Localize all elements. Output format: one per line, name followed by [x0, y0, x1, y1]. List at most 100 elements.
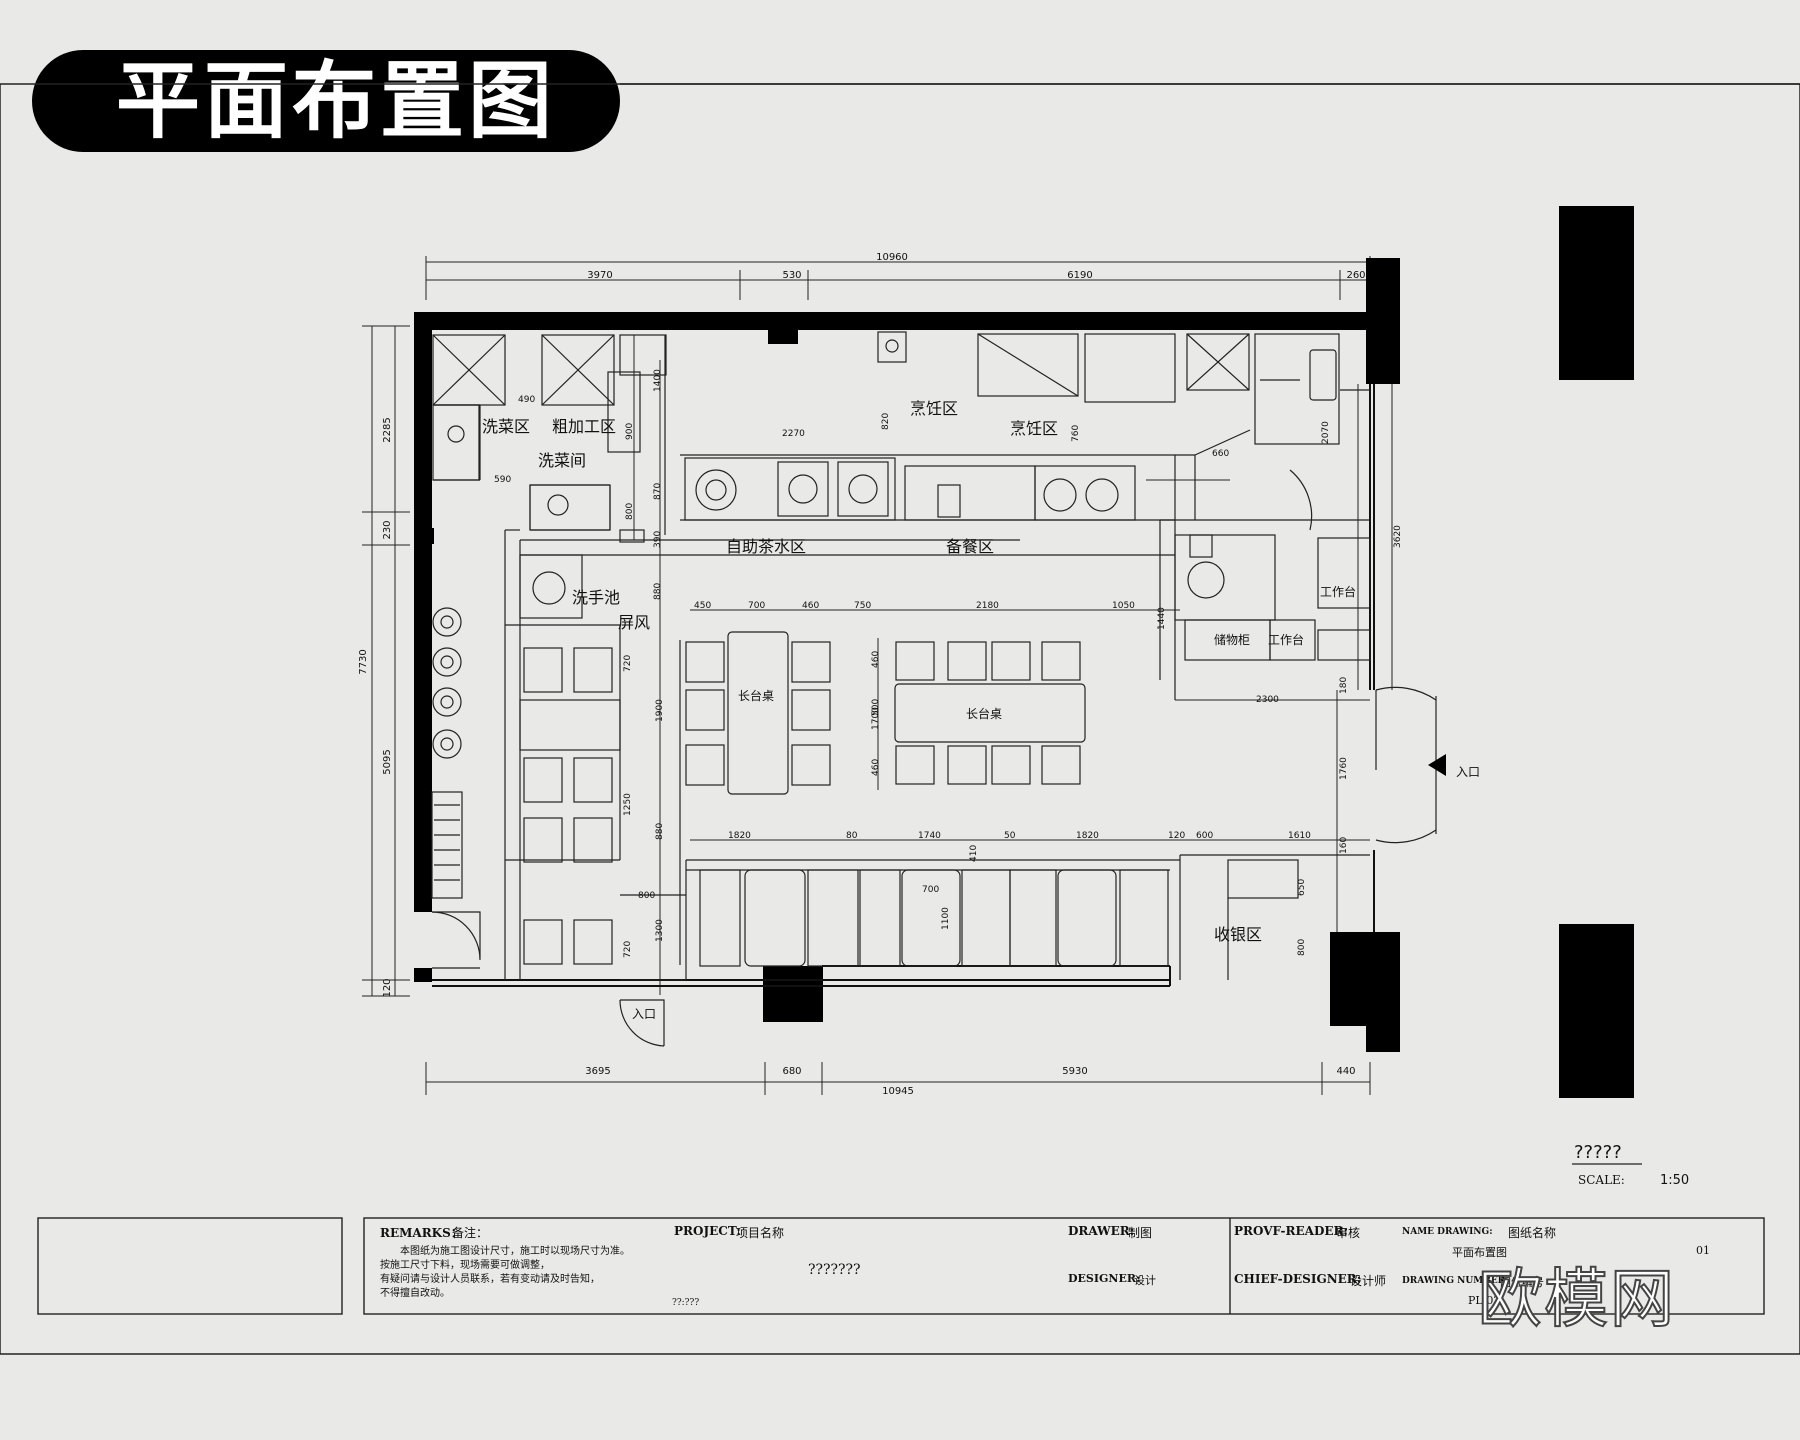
dim-inner: 600	[1196, 831, 1213, 841]
dim-inner: 2300	[1256, 695, 1279, 705]
scale-name: ?????	[1574, 1142, 1622, 1163]
dim-inner: 1050	[1112, 601, 1135, 611]
dim-inner: 180	[1339, 677, 1349, 694]
window-booths	[699, 859, 1299, 980]
doors	[431, 469, 1437, 1047]
dim-bottom-2: 680	[782, 1066, 801, 1077]
remarks-value: 备注：	[452, 1226, 489, 1240]
dim-inner: 750	[854, 601, 871, 611]
page-title: 平面布置图	[32, 50, 620, 152]
sheet-frame	[0, 83, 1800, 1355]
dim-inner: 450	[694, 601, 711, 611]
label-shelf: 工作台	[1320, 584, 1356, 599]
dim-left-3: 5095	[382, 749, 393, 774]
dim-inner: 650	[1297, 879, 1307, 896]
dim-inner: 2070	[1321, 421, 1331, 444]
dim-top-3: 6190	[1067, 270, 1092, 281]
booth-seats	[519, 647, 621, 965]
name-drawing-label: NAME DRAWING:	[1402, 1227, 1493, 1237]
dim-inner: 120	[1168, 831, 1185, 841]
dim-left-1: 2285	[382, 417, 393, 442]
proofreader-value: 审核	[1336, 1226, 1361, 1240]
dim-top-total: 10960	[876, 252, 908, 263]
dim-top-2: 530	[782, 270, 801, 281]
label-rough-process: 粗加工区	[552, 417, 616, 436]
dining-tables	[685, 631, 1086, 795]
chief-designer-label: CHIEF-DESIGNER:	[1234, 1272, 1362, 1286]
dim-inner: 50	[1004, 831, 1016, 841]
dim-inner: 490	[518, 395, 535, 405]
dim-inner: 390	[653, 531, 663, 548]
dim-left-4: 120	[382, 978, 393, 997]
dim-inner: 1820	[728, 831, 751, 841]
dim-inner: 800	[625, 503, 635, 520]
label-handwash: 洗手池	[572, 588, 620, 607]
label-cooking-2: 烹饪区	[1010, 419, 1058, 438]
marker-bottom	[1559, 924, 1634, 1098]
minor-labels: 长台桌 长台桌 入口 入口 工作台 储物柜 工作台	[632, 584, 1480, 1021]
dimension-lines	[362, 256, 1393, 1095]
dim-inner: 660	[1212, 449, 1229, 459]
dim-left-total: 7730	[358, 649, 369, 674]
dim-inner: 2180	[976, 601, 999, 611]
dim-inner: 720	[623, 941, 633, 958]
label-tea-area: 自助茶水区	[726, 537, 806, 556]
dim-inner: 500	[871, 699, 881, 716]
dim-inner: 880	[655, 823, 665, 840]
dim-inner: 3620	[1393, 525, 1403, 548]
designer-value: 设计	[1134, 1274, 1156, 1287]
remarks-line: 有疑问请与设计人员联系，若有变动请及时告知，	[380, 1274, 600, 1285]
label-prep-area: 备餐区	[946, 537, 994, 556]
entrance-arrow-icon	[1428, 754, 1446, 776]
name-drawing-value-2: 平面布置图	[1452, 1246, 1507, 1259]
dim-inner: 1740	[918, 831, 941, 841]
dim-inner: 1700	[871, 707, 881, 730]
drawing-number-value: 图纸编号	[1500, 1276, 1544, 1289]
dim-inner: 870	[653, 483, 663, 500]
dim-inner: 800	[1297, 939, 1307, 956]
marker-top	[1559, 206, 1634, 380]
dim-inner: 1250	[623, 793, 633, 816]
walls	[414, 258, 1400, 1052]
project-date: ??:???	[672, 1298, 700, 1308]
dim-inner: 460	[802, 601, 819, 611]
dim-inner: 460	[871, 651, 881, 668]
scale-label: SCALE:	[1578, 1173, 1625, 1187]
drawer-label: DRAWER:	[1068, 1224, 1135, 1238]
dim-inner: 1760	[1339, 757, 1349, 780]
dim-top-4: 260	[1346, 270, 1365, 281]
remarks-line: 按施工尺寸下料，现场需要可做调整，	[380, 1260, 550, 1271]
dim-bottom-total: 10945	[882, 1086, 914, 1097]
label-wash-room: 洗菜间	[538, 451, 586, 470]
label-entrance-right: 入口	[1456, 765, 1480, 779]
dim-inner: 700	[748, 601, 765, 611]
scale-block: ????? SCALE: 1:50	[1572, 1142, 1689, 1188]
dim-inner: 410	[969, 845, 979, 862]
dim-inner: 820	[881, 413, 891, 430]
designer-label: DESIGNER:	[1068, 1272, 1141, 1285]
dim-inner: 880	[653, 583, 663, 600]
inner-dimension-labels: 490 590 1400 900 800 870 390 2270 820 76…	[494, 369, 1403, 958]
project-label: PROJECT:	[674, 1224, 741, 1238]
dim-top-1: 3970	[587, 270, 612, 281]
dim-left-2: 230	[382, 520, 393, 539]
dim-inner: 760	[1071, 425, 1081, 442]
page-code: 01	[1696, 1244, 1710, 1257]
dim-inner: 2270	[782, 429, 805, 439]
label-screen: 屏风	[618, 613, 650, 632]
remarks-line: 本图纸为施工图设计尺寸，施工时以现场尺寸为准。	[400, 1246, 630, 1257]
dim-inner: 1100	[941, 907, 951, 930]
title-block-frame	[37, 1217, 1765, 1315]
dim-inner: 1610	[1288, 831, 1311, 841]
dim-inner: 1400	[653, 369, 663, 392]
drawing-number-code: PL-02	[1468, 1294, 1501, 1307]
dim-inner: 160	[1339, 837, 1349, 854]
label-worktable: 工作台	[1268, 632, 1304, 647]
room-labels: 洗菜区 粗加工区 洗菜间 烹饪区 烹饪区 自助茶水区 备餐区 洗手池 屏风 收银…	[482, 399, 1262, 944]
label-wash-area: 洗菜区	[482, 417, 530, 436]
dim-bottom-4: 440	[1336, 1066, 1355, 1077]
kitchen-equipment	[432, 331, 1371, 661]
dim-inner: 1440	[1157, 607, 1167, 630]
dim-inner: 460	[871, 759, 881, 776]
name-drawing-value: 图纸名称	[1508, 1226, 1557, 1240]
